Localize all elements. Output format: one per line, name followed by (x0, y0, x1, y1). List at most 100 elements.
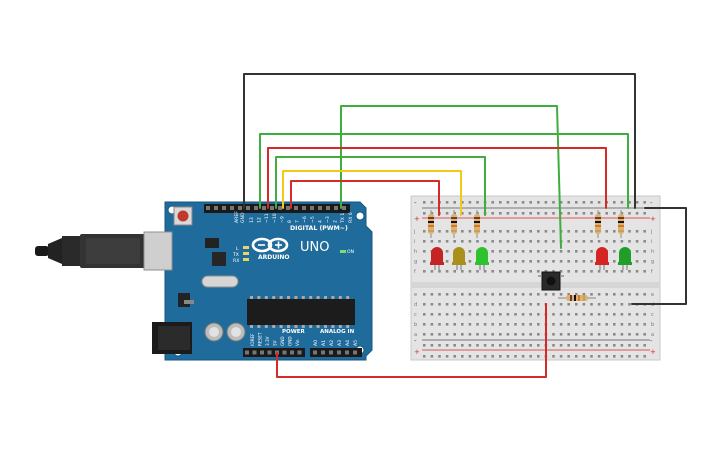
row-letter: e (414, 292, 417, 298)
row-letter: f (414, 269, 416, 275)
digital-pin-label: 4 (317, 220, 323, 223)
row-letter: h (414, 249, 417, 255)
rail-minus-bottom: - (414, 337, 417, 345)
usb-port (143, 231, 173, 271)
row-letter: j (650, 229, 652, 235)
digital-pin-label: 2 (333, 220, 339, 223)
digital-pin-label: ~9 (279, 216, 285, 223)
model-label: UNO (300, 240, 329, 255)
power-label: POWER (282, 329, 306, 335)
pin-label-gnd: GND (240, 212, 246, 223)
wire-red-led-left[interactable] (290, 180, 440, 216)
digital-label: DIGITAL (PWM~) (290, 225, 348, 232)
row-letter: a (651, 332, 654, 338)
row-letter: i (651, 239, 652, 245)
led-green[interactable] (618, 247, 632, 270)
power-pin-label: Vin (295, 339, 300, 346)
analog-pin-label: A2 (329, 340, 335, 346)
reset-button[interactable] (173, 206, 193, 226)
rail-plus-top-right: + (650, 215, 656, 223)
rail-minus-bottom-right: - (650, 337, 653, 345)
digital-pin-label: 12 (257, 217, 263, 223)
row-letter: h (651, 249, 654, 255)
arduino-logo (251, 237, 289, 253)
power-header (243, 348, 305, 357)
crystal (201, 275, 239, 288)
power-pin-label: GND (288, 336, 293, 346)
power-pin-label: GND (280, 336, 285, 346)
power-jack (152, 322, 192, 354)
wire-yellow-led[interactable] (282, 170, 462, 216)
rail-plus-top: + (414, 215, 420, 223)
pin-label-aref: AREF (234, 211, 240, 223)
row-letter: f (651, 269, 653, 275)
digital-pin-label: 8 (287, 220, 293, 223)
svg-text:TX: TX (232, 252, 239, 258)
digital-pin-label: ~6 (302, 216, 308, 223)
row-letter: d (414, 302, 417, 308)
digital-pin-label: 7 (295, 220, 301, 223)
row-letter: b (414, 322, 417, 328)
led-red[interactable] (430, 247, 444, 270)
atmega-chip (247, 296, 355, 328)
wire-black-rail-link[interactable] (631, 207, 687, 305)
row-letter: e (651, 292, 654, 298)
analog-header (310, 348, 362, 357)
digital-pin-label: ~10 (272, 213, 278, 223)
power-pin-label: 5V (273, 340, 278, 346)
digital-pin-label: RX 0 (348, 212, 354, 223)
capacitors (204, 322, 246, 342)
icsp-header (205, 238, 219, 248)
status-leds: L TX RX (232, 246, 249, 264)
analog-pin-label: A1 (321, 340, 327, 346)
rail-plus-bottom-right: + (650, 348, 656, 356)
analog-pin-label: A0 (313, 340, 319, 346)
pulldown-resistor[interactable] (558, 295, 596, 301)
led-resistor[interactable] (451, 210, 457, 238)
digital-pin-label: ~5 (310, 216, 316, 223)
wire-red-5v[interactable] (276, 303, 547, 378)
digital-pin-label: TX 1 (340, 213, 346, 224)
power-pin-label: RESET (258, 332, 263, 346)
wire-red-led-right[interactable] (267, 147, 607, 209)
digital-pin-label: 13 (249, 217, 255, 223)
digital-pin-label: ~3 (325, 216, 331, 223)
power-pin-label: 3.3V (265, 336, 270, 346)
row-letter: c (414, 312, 417, 318)
wire-green-led-left[interactable] (275, 156, 486, 216)
brand-label: ARDUINO (258, 254, 289, 261)
wire-green-led-right[interactable] (259, 133, 629, 209)
led-resistor[interactable] (618, 210, 624, 238)
led-red[interactable] (595, 247, 609, 270)
analog-pin-label: A4 (345, 340, 351, 346)
row-letter: g (414, 259, 417, 265)
on-led: ON (340, 249, 354, 255)
led-resistor[interactable] (474, 210, 480, 238)
led-resistor[interactable] (428, 210, 434, 238)
row-letter: a (414, 332, 417, 338)
digital-header (204, 204, 350, 213)
row-letter: b (651, 322, 654, 328)
row-letter: g (651, 259, 654, 265)
rail-minus-top-right: - (650, 199, 653, 207)
analog-pin-label: A5 (353, 340, 359, 346)
digital-pin-label: ~11 (264, 213, 270, 223)
push-button[interactable] (538, 271, 564, 291)
wire-black-gnd[interactable] (243, 73, 636, 209)
led-green[interactable] (475, 247, 489, 270)
svg-text:L: L (236, 246, 239, 252)
row-letter: c (651, 312, 654, 318)
usb-chip (212, 252, 226, 266)
led-yellow[interactable] (452, 247, 466, 270)
led-resistor[interactable] (595, 210, 601, 238)
row-letter: i (414, 239, 415, 245)
row-letter: j (413, 229, 415, 235)
analog-label: ANALOG IN (320, 329, 355, 335)
svg-text:RX: RX (233, 258, 239, 264)
analog-pin-label: A3 (337, 340, 343, 346)
